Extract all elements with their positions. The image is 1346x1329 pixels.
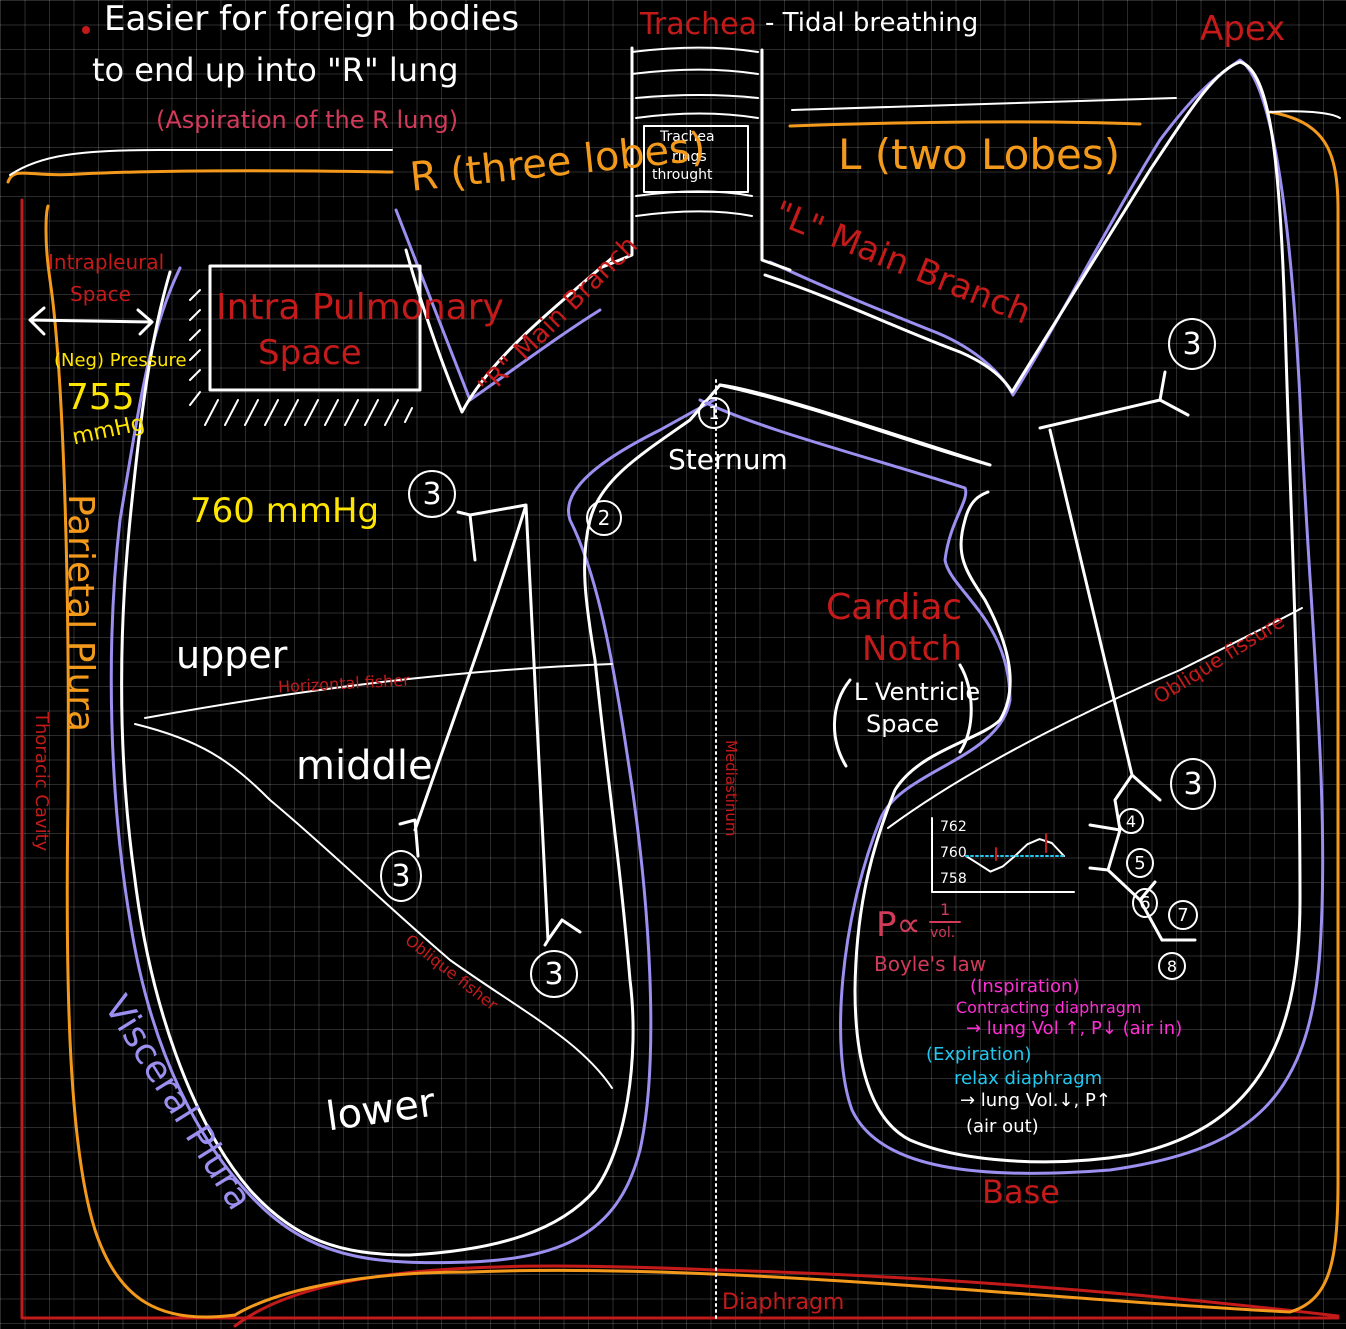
inspiration-step-1: Contracting diaphragm [956, 1000, 1141, 1016]
expiration-step-2: → lung Vol.↓, P↑ [960, 1092, 1111, 1110]
pressure-760-label: 760 mmHg [190, 494, 379, 528]
right-lung-outline [122, 250, 990, 1255]
intrapleural-arrow [30, 308, 152, 334]
trachea-title: Trachea [640, 10, 757, 40]
l-ventricle-label-line1: L Ventricle [854, 680, 980, 704]
boyle-law-label: Boyle's law [874, 954, 986, 974]
circled-number-6: 6 [1132, 888, 1158, 918]
bullet-dot [82, 26, 90, 34]
boyle-formula-p: P∝ [876, 908, 921, 942]
inspiration-step-2: → lung Vol ↑, P↓ (air in) [966, 1020, 1182, 1038]
circled-number-5: 5 [1126, 848, 1154, 878]
expiration-step-1: relax diaphragm [954, 1070, 1102, 1088]
circled-number-1: 1 [698, 397, 730, 429]
circled-number-4: 4 [1118, 808, 1144, 834]
l-ventricle-bracket-left [834, 680, 850, 766]
boyle-formula-numerator: 1 [940, 902, 950, 918]
neg-pressure-label: (Neg) Pressure [54, 352, 187, 370]
circled-number-3-middle-right-lung: 3 [380, 850, 422, 902]
intrapulmonary-label-line1: Intra Pulmonary [216, 290, 504, 326]
circled-number-3-upper-right-lung: 3 [408, 470, 456, 518]
circled-number-3-lower-left-lung: 3 [1170, 758, 1216, 810]
right-upper-lobe-label: upper [176, 636, 287, 674]
diaphragm-label: Diaphragm [722, 1292, 844, 1314]
top-right-rule [792, 98, 1340, 118]
right-bronchial-tree [400, 505, 580, 945]
cardiac-notch-label-line1: Cardiac [826, 590, 962, 626]
circled-number-3-upper-left-lung: 3 [1168, 318, 1216, 370]
circled-number-3-lower-right-lung: 3 [530, 950, 578, 998]
boyle-formula-denominator: vol. [930, 926, 955, 940]
pressure-755-value: 755 [66, 380, 135, 416]
cardiac-notch-label-line2: Notch [862, 632, 962, 666]
circled-number-2: 2 [586, 500, 622, 536]
expiration-step-3: (air out) [966, 1118, 1039, 1136]
circled-number-8: 8 [1158, 952, 1186, 980]
note-aspiration: (Aspiration of the R lung) [156, 108, 458, 132]
right-middle-lobe-label: middle [296, 746, 433, 786]
tidal-breathing-label: - Tidal breathing [765, 10, 978, 36]
mediastinum-label: Mediastinum [723, 740, 738, 837]
note-end-up-r-lung: to end up into "R" lung [92, 54, 459, 86]
base-label: Base [982, 1176, 1060, 1208]
left-lung-title: L (two Lobes) [838, 134, 1120, 176]
boyle-chart-tick-762: 762 [940, 820, 967, 834]
intrapulmonary-label-line2: Space [258, 336, 362, 370]
boyle-chart-tick-760: 760 [940, 846, 967, 860]
boyle-chart-tick-758: 758 [940, 872, 967, 886]
sternum-label: Sternum [668, 446, 788, 474]
inspiration-label: (Inspiration) [970, 978, 1079, 996]
circled-number-7: 7 [1168, 900, 1198, 930]
parietal-pleura-label: Parietal Plura [62, 494, 98, 732]
apex-label: Apex [1200, 12, 1285, 46]
intrapleural-label-line2: Space [70, 284, 131, 304]
expiration-label: (Expiration) [926, 1046, 1031, 1064]
intrapleural-label-line1: Intrapleural [48, 252, 164, 272]
l-ventricle-label-line2: Space [866, 712, 939, 736]
note-foreign-bodies: Easier for foreign bodies [104, 2, 519, 36]
thoracic-cavity-label: Thoracic Cavity [32, 712, 50, 851]
